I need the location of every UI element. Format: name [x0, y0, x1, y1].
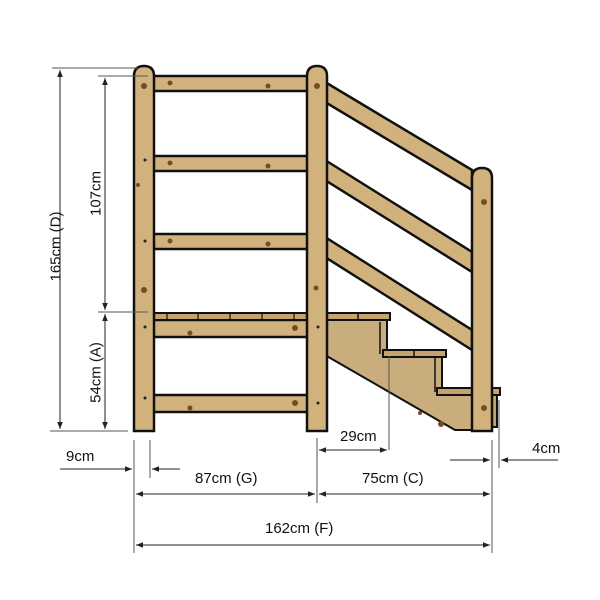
- label-total-length: 162cm (F): [265, 520, 334, 537]
- rail-4: [151, 318, 311, 339]
- rail-3: [151, 232, 311, 251]
- diagonal-handrails: [323, 79, 474, 353]
- label-tread-depth: 29cm: [340, 428, 377, 445]
- post-middle: [305, 64, 329, 433]
- rail-2: [151, 154, 311, 173]
- label-rail-height: 107cm: [87, 170, 105, 217]
- label-total-height: 165cm (D): [47, 211, 65, 282]
- rail-1: [151, 74, 311, 93]
- platform-rails: [151, 74, 311, 414]
- post-left: [132, 64, 156, 433]
- label-overhang: 4cm: [532, 440, 561, 457]
- label-post-width: 9cm: [66, 448, 95, 465]
- rail-5: [151, 393, 311, 414]
- dimension-lines: [50, 67, 558, 553]
- label-platform-width: 87cm (G): [195, 470, 258, 487]
- label-stair-run: 75cm (C): [362, 470, 424, 487]
- platform-deck: [152, 312, 310, 321]
- post-right: [470, 166, 494, 433]
- tread-3: [436, 387, 501, 396]
- posts: [132, 64, 494, 433]
- label-platform-height: 54cm (A): [87, 342, 105, 403]
